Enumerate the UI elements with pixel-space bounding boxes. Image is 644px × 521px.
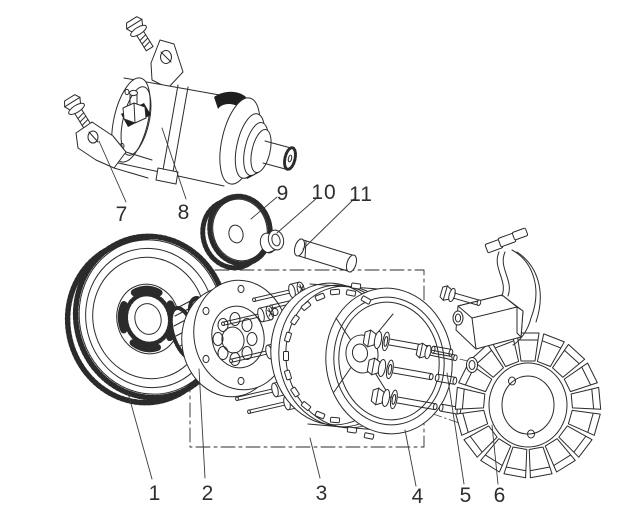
harness-connector xyxy=(484,227,529,254)
terminal-stud xyxy=(122,89,147,124)
callout-6: 6 xyxy=(494,484,507,507)
washer xyxy=(466,357,478,373)
mount-bolt-top xyxy=(123,14,158,54)
callout-1: 1 xyxy=(149,482,162,505)
callout-3: 3 xyxy=(316,482,329,505)
starter-motor xyxy=(61,14,297,187)
callout-11: 11 xyxy=(349,183,373,206)
mount-ear-top xyxy=(150,39,184,89)
wire-harness xyxy=(484,227,541,346)
spacer-bushing xyxy=(259,229,285,254)
callout-2: 2 xyxy=(202,482,215,505)
callout-leaders xyxy=(98,127,499,487)
callout-9: 9 xyxy=(277,182,290,205)
stator-bolts xyxy=(415,284,484,373)
callout-labels: 1 2 3 4 5 6 7 8 9 10 11 xyxy=(116,181,507,508)
callout-4: 4 xyxy=(412,485,425,508)
idler-gear xyxy=(200,193,273,271)
callout-5: 5 xyxy=(460,484,473,507)
callout-10: 10 xyxy=(311,181,336,204)
callout-8: 8 xyxy=(178,201,191,224)
idler-shaft-pin xyxy=(293,238,358,273)
pickup-coil xyxy=(455,294,524,350)
callout-7: 7 xyxy=(116,203,129,226)
washer xyxy=(452,310,464,326)
flywheel-rotor xyxy=(270,282,453,440)
stator xyxy=(454,332,602,479)
